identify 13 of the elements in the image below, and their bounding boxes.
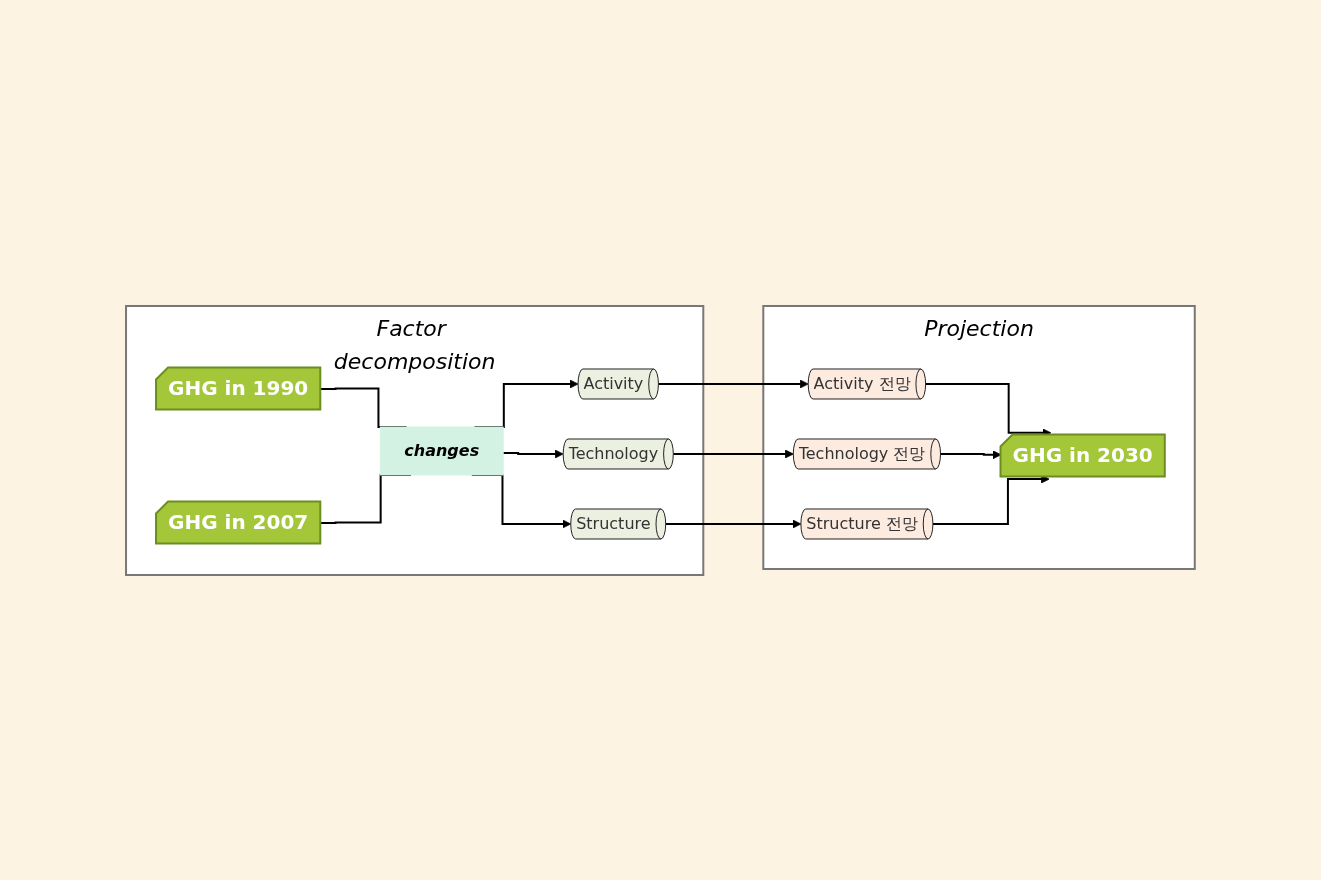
node-box: changes [379,426,504,475]
arrow [932,474,1050,525]
node-text: Technology [568,443,659,463]
node-text: Activity [583,373,644,393]
node-text: Structure [576,513,651,533]
arrow [657,379,809,388]
arrow [672,449,794,458]
arrow [924,382,1052,437]
node-text: Technology 전망 [798,443,926,463]
arrow [664,519,802,528]
arrow [502,449,564,458]
node-text: Structure 전망 [806,513,918,533]
node-text: Activity 전망 [813,373,911,393]
